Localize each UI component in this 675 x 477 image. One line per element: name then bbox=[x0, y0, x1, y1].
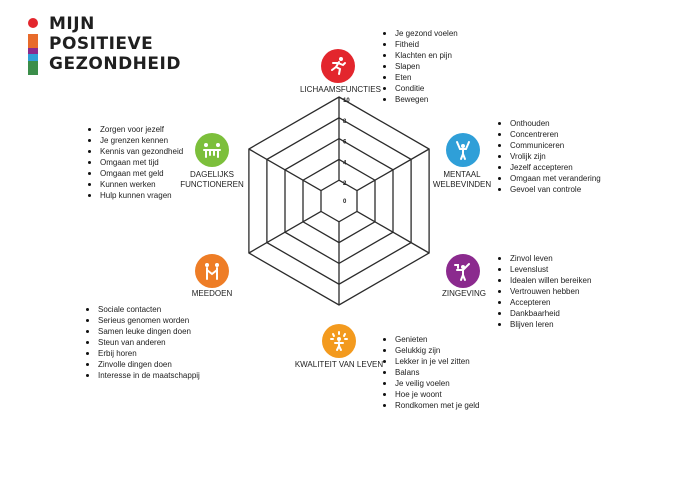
list-item: Vrolijk zijn bbox=[496, 151, 601, 162]
hexagon-spokes bbox=[248, 97, 430, 305]
list-item: Rondkomen met je geld bbox=[381, 400, 480, 411]
list-item: Hulp kunnen vragen bbox=[86, 190, 183, 201]
logo-line-3: GEZONDHEID bbox=[49, 54, 181, 74]
list-item: Slapen bbox=[381, 61, 458, 72]
mentaal-label-line2: WELBEVINDEN bbox=[432, 180, 492, 189]
list-item: Levenslust bbox=[496, 264, 591, 275]
list-item: Vertrouwen hebben bbox=[496, 286, 591, 297]
meedoen-label: MEEDOEN bbox=[191, 289, 233, 298]
mentaal-label-line1: MENTAAL bbox=[443, 170, 481, 179]
hexagon-spoke bbox=[248, 148, 322, 192]
list-item: Zorgen voor jezelf bbox=[86, 124, 183, 135]
logo-line-2: POSITIEVE bbox=[49, 34, 154, 54]
list-item: Bewegen bbox=[381, 94, 458, 105]
list-item: Fitheid bbox=[381, 39, 458, 50]
list-item: Genieten bbox=[381, 334, 480, 345]
list-item: Idealen willen bereiken bbox=[496, 275, 591, 286]
list-item: Zinvol leven bbox=[496, 253, 591, 264]
list-item: Gevoel van controle bbox=[496, 184, 601, 195]
list-item: Klachten en pijn bbox=[381, 50, 458, 61]
scale-tick-label: 0 bbox=[343, 199, 347, 205]
lichaamsfuncties-circle bbox=[321, 49, 355, 83]
list-item: Serieus genomen worden bbox=[84, 315, 200, 326]
list-item: Erbij horen bbox=[84, 348, 200, 359]
scale-tick-label: 2 bbox=[343, 181, 347, 187]
scale-tick-label: 4 bbox=[343, 160, 347, 166]
dagelijks-functioneren-circle bbox=[195, 133, 229, 167]
list-item: Dankbaarheid bbox=[496, 308, 591, 319]
radiant-person-icon bbox=[330, 331, 348, 351]
scale-tick-label: 8 bbox=[343, 119, 347, 125]
dagelijks-label-line2: FUNCTIONEREN bbox=[180, 180, 244, 189]
list-item: Accepteren bbox=[496, 297, 591, 308]
list-item: Samen leuke dingen doen bbox=[84, 326, 200, 337]
hexagon-spoke bbox=[356, 210, 430, 254]
list-item: Zinvolle dingen doen bbox=[84, 359, 200, 370]
list-item: Blijven leren bbox=[496, 319, 591, 330]
list-item: Je gezond voelen bbox=[381, 28, 458, 39]
list-item: Hoe je woont bbox=[381, 389, 480, 400]
scale-ticks: 0 2 4 6 8 10 bbox=[343, 98, 350, 205]
dagelijks-label-line1: DAGELIJKS bbox=[189, 170, 234, 179]
zingeving-label: ZINGEVING bbox=[441, 289, 486, 298]
list-item: Sociale contacten bbox=[84, 304, 200, 315]
running-person-icon bbox=[331, 57, 346, 75]
people-at-table-icon bbox=[203, 143, 221, 158]
list-item: Je veilig voelen bbox=[381, 378, 480, 389]
person-arms-up-icon bbox=[456, 141, 470, 160]
list-item: Balans bbox=[381, 367, 480, 378]
mentaal-welbevinden-label: MENTAAL WELBEVINDEN bbox=[422, 170, 502, 190]
list-item: Steun van anderen bbox=[84, 337, 200, 348]
list-item: Communiceren bbox=[496, 140, 601, 151]
list-item: Conditie bbox=[381, 83, 458, 94]
list-item: Kunnen werken bbox=[86, 179, 183, 190]
dagelijks-functioneren-label: DAGELIJKS FUNCTIONEREN bbox=[172, 170, 252, 190]
lichaamsfuncties-label: LICHAAMSFUNCTIES bbox=[300, 85, 381, 94]
list-item: Interesse in de maatschappij bbox=[84, 370, 200, 381]
list-item: Gelukkig zijn bbox=[381, 345, 480, 356]
two-people-icon bbox=[205, 263, 219, 280]
list-item: Jezelf accepteren bbox=[496, 162, 601, 173]
scale-tick-label: 6 bbox=[343, 140, 347, 146]
list-item: Omgaan met tijd bbox=[86, 157, 183, 168]
list-item: Omgaan met geld bbox=[86, 168, 183, 179]
kwaliteit-van-leven-circle bbox=[322, 324, 356, 358]
kwaliteit-van-leven-label: KWALITEIT VAN LEVEN bbox=[294, 360, 384, 369]
list-item: Kennis van gezondheid bbox=[86, 146, 183, 157]
hexagon-ring bbox=[320, 179, 358, 223]
person-reaching-icon bbox=[454, 263, 470, 281]
list-item: Je grenzen kennen bbox=[86, 135, 183, 146]
logo-mark-icon bbox=[28, 18, 38, 75]
list-item: Eten bbox=[381, 72, 458, 83]
list-item: Omgaan met verandering bbox=[496, 173, 601, 184]
scale-tick-label: 10 bbox=[343, 98, 350, 104]
list-item: Concentreren bbox=[496, 129, 601, 140]
hexagon-spoke bbox=[248, 210, 322, 254]
logo-line-1: MIJN bbox=[49, 14, 95, 34]
hexagon-spoke bbox=[356, 148, 430, 192]
list-item: Onthouden bbox=[496, 118, 601, 129]
mentaal-welbevinden-circle bbox=[446, 133, 480, 167]
list-item: Lekker in je vel zitten bbox=[381, 356, 480, 367]
meedoen-circle bbox=[195, 254, 229, 288]
zingeving-circle bbox=[446, 254, 480, 288]
